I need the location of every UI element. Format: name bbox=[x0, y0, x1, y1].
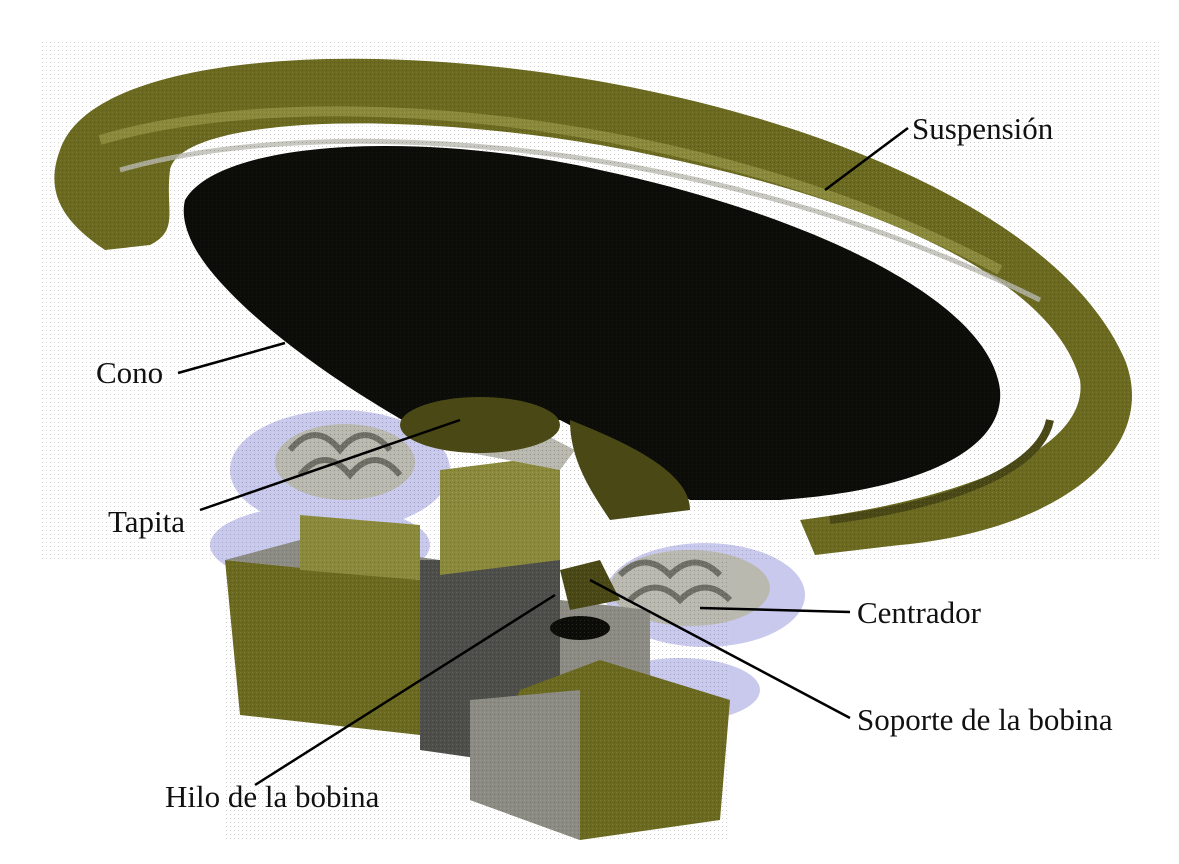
label-dust-cap: Tapita bbox=[108, 506, 185, 537]
label-voice-coil-wire: Hilo de la bobina bbox=[165, 781, 379, 812]
label-cone: Cono bbox=[96, 357, 163, 388]
label-suspension: Suspensión bbox=[912, 113, 1053, 144]
label-spider: Centrador bbox=[857, 597, 981, 628]
label-voice-coil-former: Soporte de la bobina bbox=[857, 704, 1113, 735]
